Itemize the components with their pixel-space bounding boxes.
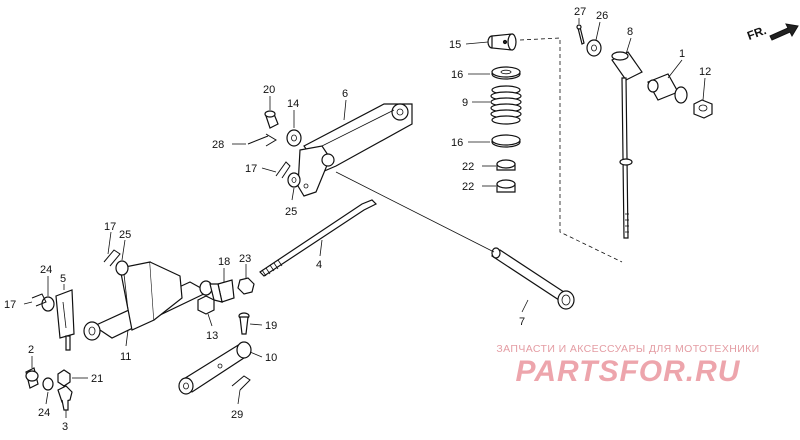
washer-23	[237, 277, 255, 295]
callout-19: 19	[265, 320, 277, 332]
callout-25-lower: 25	[119, 229, 131, 241]
callout-22-upper: 22	[462, 161, 474, 173]
clip-17-upper	[275, 161, 291, 179]
callout-17-lower: 17	[4, 299, 16, 311]
callout-16-lower: 16	[451, 137, 463, 149]
callout-18: 18	[218, 256, 230, 268]
nut-12	[693, 99, 713, 119]
bracket-11	[83, 261, 213, 341]
callout-11: 11	[120, 351, 131, 363]
callout-24-upper: 24	[40, 264, 52, 276]
rod-8	[611, 51, 643, 239]
nut-13	[197, 295, 215, 315]
washer-14	[286, 129, 302, 147]
clip-29	[231, 375, 251, 391]
clip-17-lower	[31, 293, 47, 307]
spring-seat-16-upper	[491, 66, 521, 80]
callout-1: 1	[679, 48, 685, 60]
callout-8: 8	[627, 26, 633, 38]
callout-28: 28	[212, 139, 224, 151]
callout-29: 29	[231, 409, 243, 421]
shaft-7	[490, 247, 575, 310]
nut-22-upper	[496, 159, 516, 171]
washer-25-upper	[287, 172, 301, 188]
shaft-7-axis-line	[335, 171, 495, 253]
callout-26: 26	[596, 10, 608, 22]
nut-22-lower	[496, 179, 516, 193]
pivot-pin-15	[487, 33, 517, 51]
arm-6	[297, 103, 413, 197]
callout-2: 2	[28, 344, 34, 356]
callout-25-upper: 25	[285, 206, 297, 218]
spring-9	[490, 85, 522, 125]
spring-seat-16-lower	[491, 134, 521, 148]
callout-24-lower: 24	[38, 407, 50, 419]
nut-21	[57, 369, 71, 387]
callout-17-upper: 17	[245, 163, 257, 175]
callout-21: 21	[91, 373, 103, 385]
adjuster-2	[25, 367, 39, 389]
callout-17-middle: 17	[104, 221, 116, 233]
pin-20	[264, 110, 279, 129]
washer-26	[586, 39, 602, 57]
washer-24-lower	[42, 377, 54, 391]
callout-5: 5	[60, 273, 66, 285]
link-5	[55, 289, 75, 351]
callout-4: 4	[316, 259, 322, 271]
callout-15: 15	[449, 39, 461, 51]
callout-22-lower: 22	[462, 181, 474, 193]
washer-25-lower	[115, 260, 129, 276]
callout-10: 10	[265, 352, 277, 364]
clip-17-middle	[103, 249, 121, 267]
washer-24-upper	[41, 296, 55, 312]
callout-23: 23	[239, 253, 251, 265]
rod-4	[259, 199, 378, 277]
clip-28	[247, 133, 277, 147]
leader-lines	[23, 18, 706, 418]
arm-10	[178, 341, 252, 395]
callout-3: 3	[62, 421, 68, 433]
callout-14: 14	[287, 98, 299, 110]
callout-12: 12	[699, 66, 711, 78]
callout-7: 7	[519, 316, 525, 328]
callout-6: 6	[342, 88, 348, 100]
callout-20: 20	[263, 84, 275, 96]
front-direction-arrow-icon	[769, 23, 799, 41]
collar-1	[647, 73, 688, 104]
callout-9: 9	[462, 97, 468, 109]
callout-27: 27	[574, 6, 586, 18]
callout-16-upper: 16	[451, 69, 463, 81]
pin-19	[238, 312, 250, 335]
assembly-dash-frame	[519, 37, 623, 263]
cotter-pin-27	[576, 24, 585, 45]
bolt-3	[57, 385, 73, 411]
callout-13: 13	[206, 330, 218, 342]
nut-18	[209, 279, 235, 303]
